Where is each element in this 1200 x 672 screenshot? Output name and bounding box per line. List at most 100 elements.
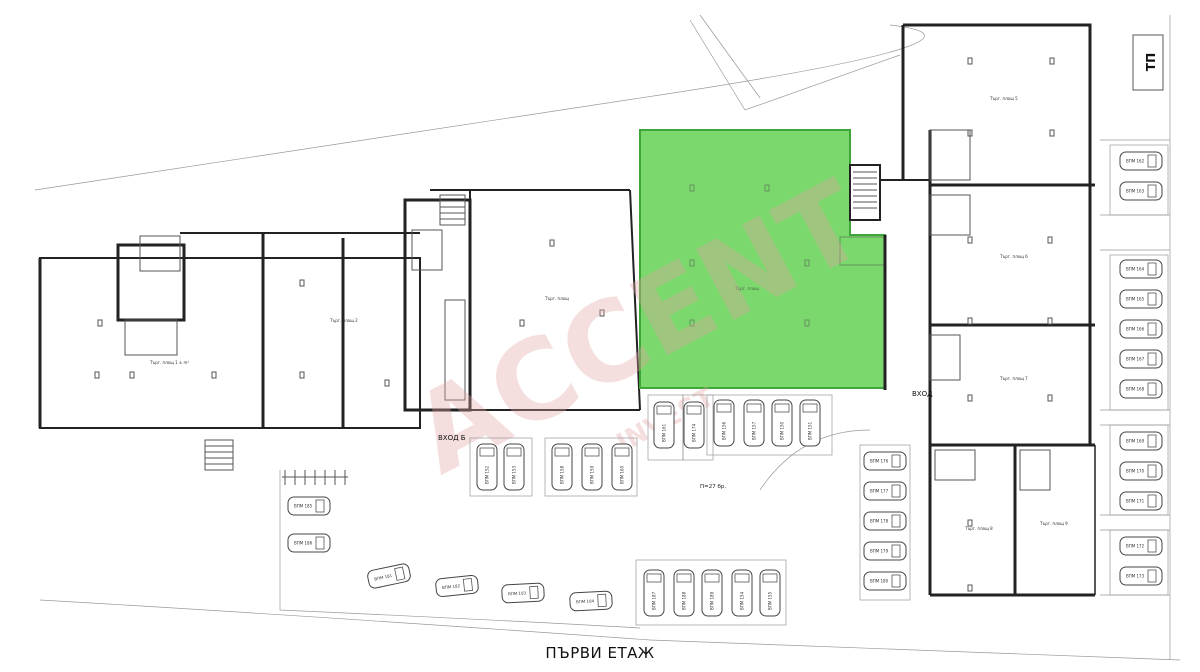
car-windshield — [614, 447, 630, 457]
parking-spot-label: ВПМ 162 — [1126, 159, 1145, 164]
car-windshield — [746, 403, 762, 413]
building-east: Търг. площ 5 Търг. площ 6 Търг. площ 7 Т… — [901, 23, 1096, 597]
car-windshield — [734, 573, 750, 583]
parking-outlines — [469, 144, 1169, 626]
car-windshield — [704, 573, 720, 583]
parking-spot-label: ВПМ 160 — [620, 465, 625, 484]
svg-text:Търг. площ 6: Търг. площ 6 — [999, 254, 1028, 259]
svg-text:Търг. площ 5: Търг. площ 5 — [989, 96, 1018, 101]
parking-spot: ВПМ 174 — [683, 401, 705, 449]
parking-spot-label: ВПМ 180 — [870, 579, 889, 584]
svg-text:Търг. площ 9: Търг. площ 9 — [1039, 521, 1068, 526]
car-windshield — [891, 514, 901, 528]
svg-text:Търг. площ 7: Търг. площ 7 — [999, 376, 1028, 381]
entrance-b-label: ВХОД Б — [438, 434, 466, 442]
parking-spot-label: ВПМ 151 — [808, 421, 813, 440]
parking-spot: ВПМ 159 — [581, 443, 603, 491]
parking-spot: ВПМ 164 — [1119, 259, 1163, 279]
car-windshield — [891, 454, 901, 468]
parking-spot-label: ВПМ 169 — [1126, 439, 1145, 444]
parking-count: П=27 бр. — [700, 484, 726, 490]
parking-spot: ВПМ 165 — [1119, 289, 1163, 309]
car-windshield — [1147, 464, 1157, 478]
parking-spot: ВПМ 184 — [569, 590, 613, 612]
parking-spot-label: ВПМ 184 — [576, 598, 595, 604]
parking-spot-label: ВПМ 186 — [294, 541, 313, 546]
parking-spot: ВПМ 169 — [1119, 431, 1163, 451]
parking-spot-label: ВПМ 152 — [485, 465, 490, 484]
car-windshield — [891, 484, 901, 498]
car-windshield — [891, 544, 901, 558]
parking-spot-label: ВПМ 183 — [508, 590, 527, 596]
parking-spot: ВПМ 186 — [287, 533, 331, 553]
car-windshield — [1147, 154, 1157, 168]
car-windshield — [1147, 322, 1157, 336]
parking-spot-label: ВПМ 166 — [1126, 327, 1145, 332]
parking-spot-label: ВПМ 172 — [1126, 544, 1145, 549]
parking-spot: ВПМ 158 — [551, 443, 573, 491]
car-windshield — [554, 447, 570, 457]
parking-spot: ВПМ 182 — [435, 574, 479, 598]
parking-spot-label: ВПМ 171 — [1126, 499, 1145, 504]
parking-spot-label: ВПМ 157 — [752, 421, 757, 440]
tp-label: ТП — [1144, 53, 1158, 71]
car-windshield — [1147, 262, 1157, 276]
car-windshield — [597, 593, 607, 608]
svg-text:Търг. площ 8: Търг. площ 8 — [964, 526, 993, 531]
parking-spot: ВПМ 178 — [863, 511, 907, 531]
parking-spot: ВПМ 185 — [287, 496, 331, 516]
parking-spot: ВПМ 176 — [863, 451, 907, 471]
parking-spot-label: ВПМ 150 — [780, 421, 785, 440]
parking-spot-label: ВПМ 168 — [1126, 387, 1145, 392]
parking-spot-label: ВПМ 177 — [870, 489, 889, 494]
parking-spot: ВПМ 160 — [611, 443, 633, 491]
svg-text:Търг. площ 2: Търг. площ 2 — [329, 318, 358, 323]
entrance-v-label: ВХОД — [912, 390, 933, 398]
parking-spot-label: ВПМ 185 — [294, 504, 313, 509]
stairs-west — [204, 194, 466, 471]
parking-spot: ВПМ 177 — [863, 481, 907, 501]
car-windshield — [656, 405, 672, 415]
car-windshield — [315, 536, 325, 550]
parking-spot: ВПМ 154 — [731, 569, 753, 617]
car-windshield — [1147, 494, 1157, 508]
parking-spot: ВПМ 183 — [501, 582, 545, 604]
tp-box: ТП — [1132, 34, 1164, 91]
floor-title: ПЪРВИ ЕТАЖ — [545, 644, 655, 662]
parking-spot: ВПМ 155 — [759, 569, 781, 617]
parking-spot-label: ВПМ 189 — [710, 591, 715, 610]
car-windshield — [394, 566, 406, 581]
parking-spot-label: ВПМ 167 — [1126, 357, 1145, 362]
parking-spot: ВПМ 172 — [1119, 536, 1163, 556]
parking-spot-label: ВПМ 187 — [652, 591, 657, 610]
svg-text:Търг. площ: Търг. площ — [734, 286, 759, 291]
parking-spot-label: ВПМ 158 — [560, 465, 565, 484]
parking-spot: ВПМ 152 — [476, 443, 498, 491]
car-windshield — [676, 573, 692, 583]
car-windshield — [1147, 539, 1157, 553]
parking-spot: ВПМ 150 — [771, 399, 793, 447]
parking-spot: ВПМ 163 — [1119, 181, 1163, 201]
car-windshield — [802, 403, 818, 413]
car-windshield — [1147, 434, 1157, 448]
bike-racks — [282, 470, 348, 485]
parking-spot-label: ВПМ 154 — [740, 591, 745, 610]
parking-spot-label: ВПМ 176 — [870, 459, 889, 464]
car-windshield — [1147, 184, 1157, 198]
car-windshield — [1147, 569, 1157, 583]
parking-spot: ВПМ 168 — [1119, 379, 1163, 399]
parking-spot: ВПМ 189 — [701, 569, 723, 617]
parking-spot: ВПМ 161 — [653, 401, 675, 449]
parking-spot: ВПМ 181 — [367, 563, 411, 589]
parking-spot: ВПМ 157 — [743, 399, 765, 447]
parking-spot: ВПМ 153 — [503, 443, 525, 491]
parking-spot-label: ВПМ 165 — [1126, 297, 1145, 302]
car-windshield — [716, 403, 732, 413]
parking-spot: ВПМ 173 — [1119, 566, 1163, 586]
svg-text:Търг. площ 1 ± m²: Търг. площ 1 ± m² — [149, 360, 189, 365]
parking-spot-label: ВПМ 159 — [590, 465, 595, 484]
car-windshield — [506, 447, 522, 457]
parking-spot-label: ВПМ 170 — [1126, 469, 1145, 474]
parking-spot-label: ВПМ 163 — [1126, 189, 1145, 194]
